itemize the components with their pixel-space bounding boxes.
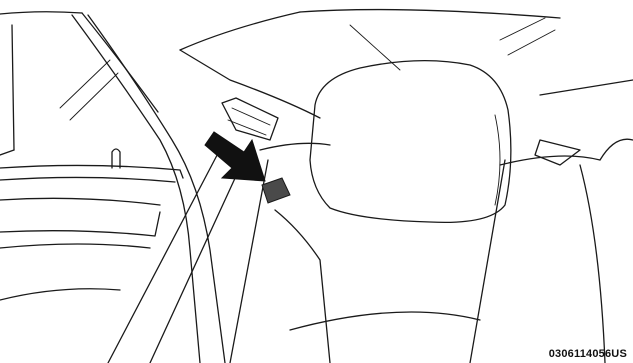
direction-arrow-icon [205,132,265,181]
figure-code: 0306114056US [549,348,627,360]
headrest [310,61,511,223]
seat-belt [108,98,278,363]
seatback [260,143,605,363]
door-lock-post [112,149,120,168]
seat-latch-icon [262,178,290,203]
c-pillar [72,10,633,363]
door-panel [0,165,183,300]
door-window [0,12,158,155]
side-bolster [535,139,633,165]
